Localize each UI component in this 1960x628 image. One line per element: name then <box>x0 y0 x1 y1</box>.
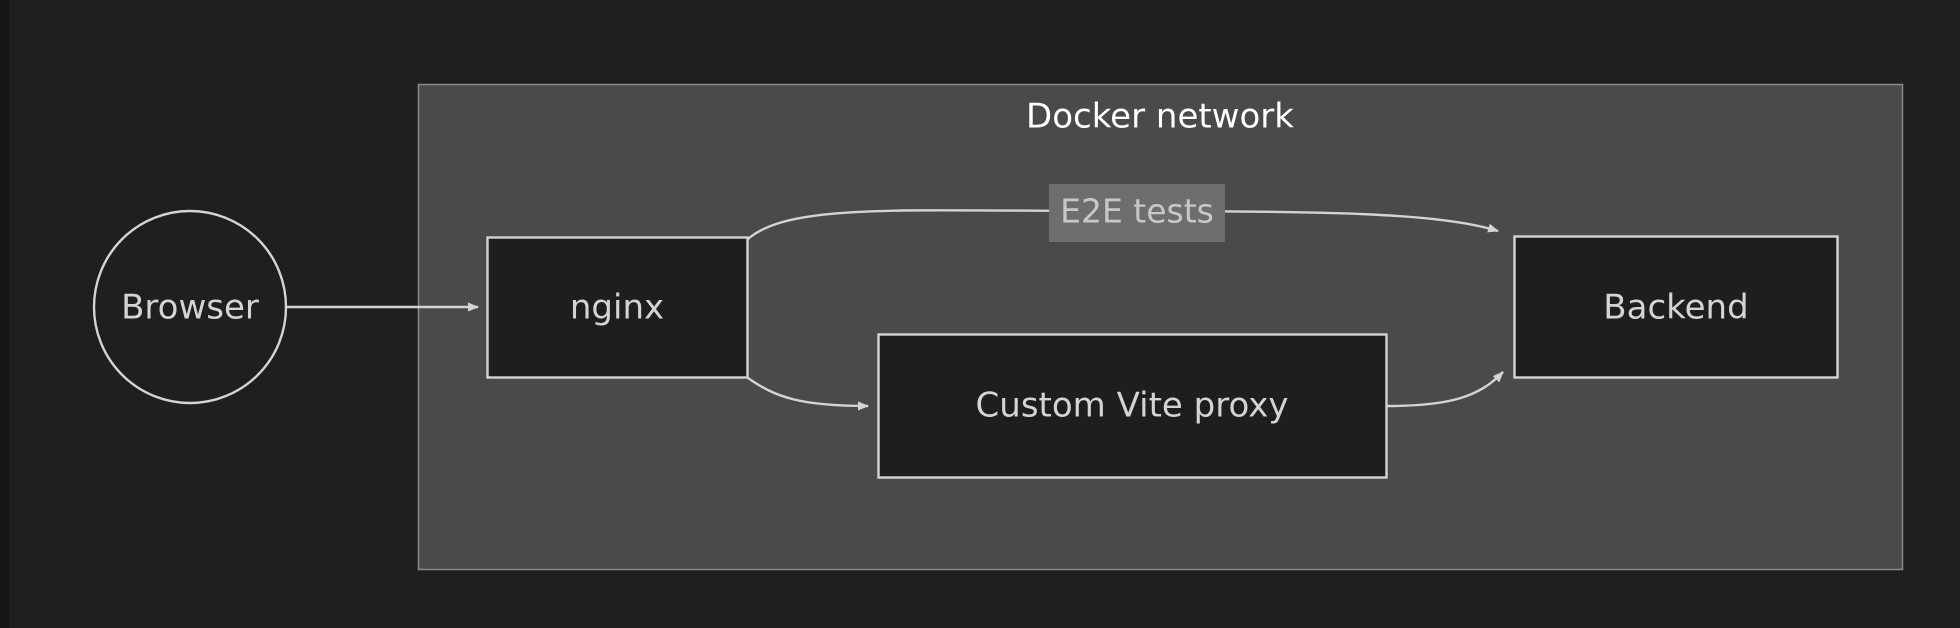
browser-label: Browser <box>121 288 259 328</box>
docker-network-title: Docker network <box>1026 97 1294 137</box>
vite-proxy-label: Custom Vite proxy <box>976 386 1289 426</box>
node-backend[interactable]: Backend <box>1513 235 1839 379</box>
browser-circle <box>92 209 288 405</box>
backend-label: Backend <box>1603 288 1748 328</box>
nginx-box <box>486 236 749 379</box>
node-browser[interactable]: Browser <box>92 209 288 405</box>
e2e-tests-label-background <box>1049 184 1225 242</box>
node-nginx[interactable]: nginx <box>486 236 749 379</box>
vite-proxy-box <box>877 333 1388 479</box>
edge-vite-proxy-to-backend <box>1386 371 1504 408</box>
edge-nginx-to-vite-proxy <box>747 377 869 411</box>
node-vite-proxy[interactable]: Custom Vite proxy <box>877 333 1388 479</box>
e2e-tests-label: E2E tests <box>1060 192 1214 231</box>
nginx-label: nginx <box>570 288 664 328</box>
left-gutter <box>0 0 9 628</box>
backend-box <box>1513 235 1839 379</box>
